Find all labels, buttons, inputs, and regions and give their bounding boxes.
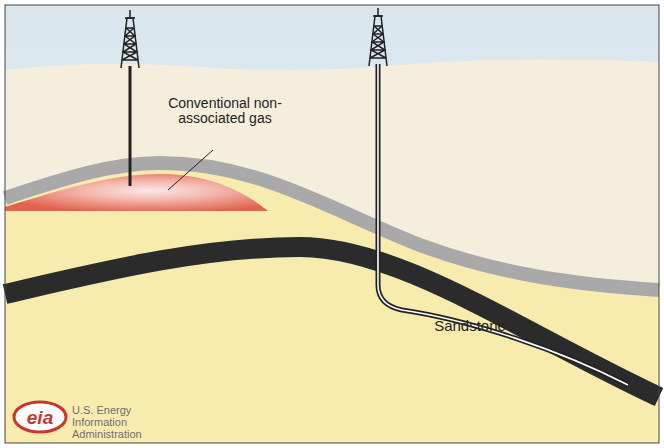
vertical-well [129,66,132,186]
logo-text: eia [14,408,66,427]
derrick [121,10,139,68]
ground [5,60,659,443]
frame [5,5,659,443]
wellbore-core [378,64,628,385]
shale-layer [5,247,659,397]
horizontal-well [378,64,628,385]
layer-label: Sandstone [410,318,530,335]
sky [5,5,659,443]
agency-name: U.S. Energy Information Administration [72,404,162,440]
logo-ellipse [14,402,66,432]
leader-line [168,150,213,190]
callout-label: Conventional non-associated gas [166,96,284,125]
derrick [369,8,387,66]
